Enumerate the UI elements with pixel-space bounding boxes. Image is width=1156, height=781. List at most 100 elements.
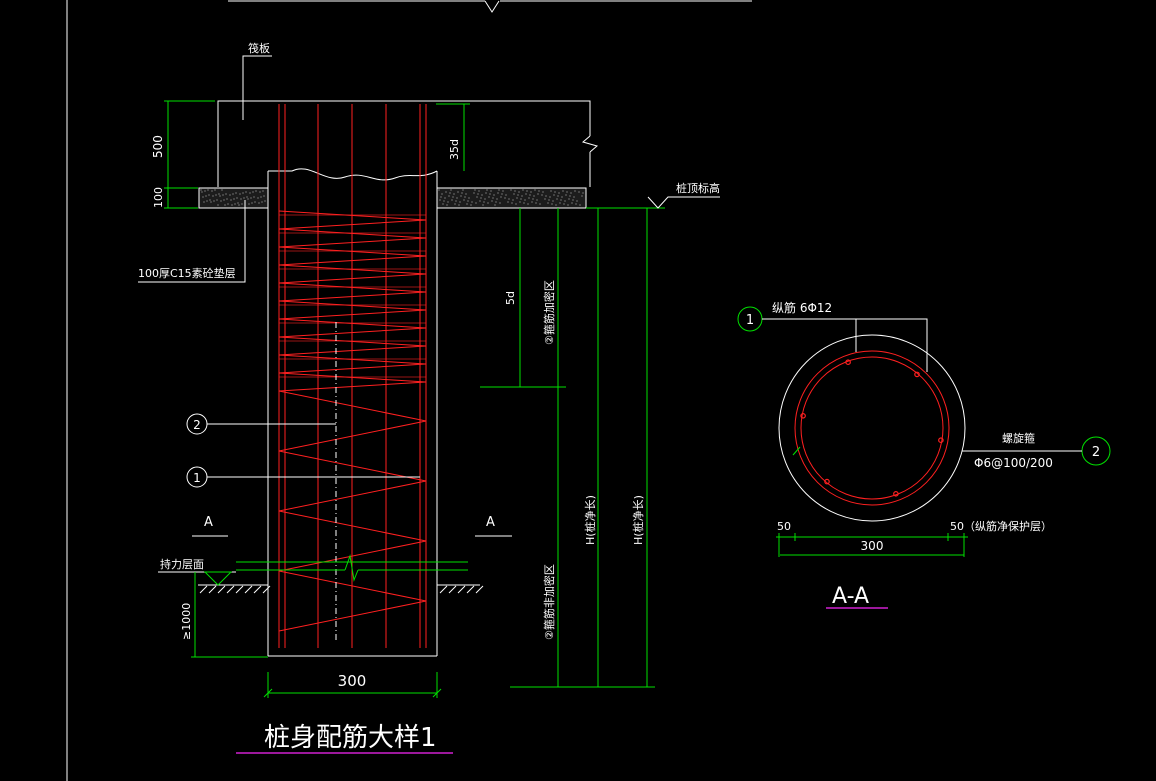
cushion-dot [253,196,255,198]
dim-5d: 5d [504,291,517,305]
cushion-dot [262,190,264,192]
cushion-dot [537,193,539,195]
spiral-stirrup-inner [800,356,944,500]
cushion-dot [549,196,551,198]
cushion-dot [526,190,528,192]
longitudinal-bar [824,478,830,485]
raft-outline [217,100,599,187]
cushion-dot [236,197,238,199]
cushion-dot [255,190,257,192]
cushion-dot [225,193,227,195]
callout-1-section: 1 纵筋 6Φ12 [737,300,928,372]
cushion-dot [444,197,446,199]
cushion-dot [451,199,453,201]
cushion-dot [582,192,584,194]
cushion-dot [536,199,538,201]
stirrup-hook [792,446,801,456]
cushion-dot [468,197,470,199]
cushion-dot [443,200,445,202]
cushion-dot [564,200,566,202]
section-diameter: 300 [861,539,884,553]
cushion-dot [538,190,540,192]
cushion-dot [483,201,485,203]
cushion-dot [248,203,250,205]
cushion-dot [575,203,577,205]
ground-hatch [448,585,457,594]
ground-hatch [439,585,448,594]
cushion-dot [223,199,225,201]
cushion-dot [452,196,454,198]
cushion-dot [203,201,205,203]
cushion-dot [492,197,494,199]
dense-zone-label: ②箍筋加密区 [542,280,556,345]
cushion-dot [581,195,583,197]
cushion-dot [544,198,546,200]
section-mark-right: A [486,515,495,530]
zone-dimensions [480,208,655,688]
cushion-dot [446,204,448,206]
cushion-dot [217,204,219,206]
cushion-dot [209,199,211,201]
cushion-dot [545,195,547,197]
cushion-dot [246,196,248,198]
section-callout-2-text: 2 [1092,445,1100,460]
cushion-dot [454,203,456,205]
cushion-dot [552,200,554,202]
cushion-dot [497,192,499,194]
pile-elevation: 持力层面 桩顶标高 筏板 100厚C15素砼垫层 500 100 ≥100 [138,41,720,754]
ground-hatch [253,585,262,594]
cushion-dot [448,195,450,197]
longitudinal-bars [800,359,944,497]
cushion-dot [548,199,550,201]
cover-right: 50（纵筋净保护层） [950,519,1052,533]
cushion-dot [470,204,472,206]
cushion-dot [221,189,223,191]
pile-top-marker: 桩顶标高 [586,181,720,209]
cushion-dot [467,200,469,202]
cushion-dot [502,190,504,192]
cushion-dot [459,201,461,203]
dim-100: 100 [152,187,165,208]
cushion-dot [218,193,220,195]
cushion-dot [487,202,489,204]
cushion-dot [462,189,464,191]
cushion-dot [528,197,530,199]
cushion-dot [541,194,543,196]
section-title: A-A [832,584,869,609]
cushion-dot [579,204,581,206]
cushion-dot [235,192,237,194]
cushion-dot [201,191,203,193]
longitudinal-bar [914,371,920,378]
cushion-dot [514,190,516,192]
ground-hatch [466,585,475,594]
longitudinal-bar [845,359,851,366]
longitudinal-bar [893,490,899,497]
anchorage-dimension [436,103,470,171]
cushion-dot [240,198,242,200]
callout-1-text: 1 [193,471,201,485]
pile-top-label: 桩顶标高 [676,181,720,195]
cushion-dot [222,194,224,196]
cushion-dot [464,196,466,198]
cushion-dot [576,200,578,202]
cushion-dot [473,192,475,194]
section-dimensions [776,533,968,557]
bearing-layer-break [236,554,468,582]
cushion-dot [515,203,517,205]
longitudinal-bar-label: 纵筋 6Φ12 [772,300,832,315]
cushion-dot [522,189,524,191]
ground-hatch [199,585,208,594]
cushion-dot [234,203,236,205]
cushion-dot [441,193,443,195]
cushion-dot [461,192,463,194]
cushion-dot [202,196,204,198]
ground-line [198,584,484,594]
cushion-dot [232,193,234,195]
cushion-dot [513,193,515,195]
cushion-dot [463,199,465,201]
cushion-dot [560,199,562,201]
pile-body [267,168,438,657]
cushion-dot [231,204,233,206]
cushion-dot [529,194,531,196]
